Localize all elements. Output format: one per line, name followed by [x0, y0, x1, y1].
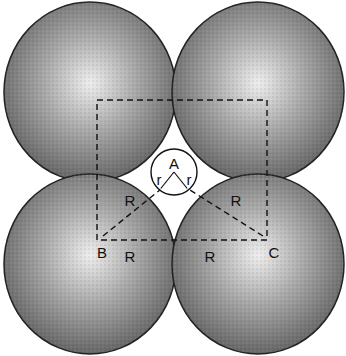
radius-label: C [269, 245, 280, 260]
radius-label: r [187, 172, 192, 187]
point-label: A [169, 156, 179, 171]
radius-label: R [205, 249, 216, 264]
radius-label: r [157, 172, 162, 187]
dashed-square [97, 100, 267, 240]
large-spheres [4, 2, 344, 354]
radius-label: R [125, 249, 136, 264]
radius-label: R [231, 193, 242, 208]
radius-label: B [97, 245, 107, 260]
radius-label: R [125, 193, 136, 208]
